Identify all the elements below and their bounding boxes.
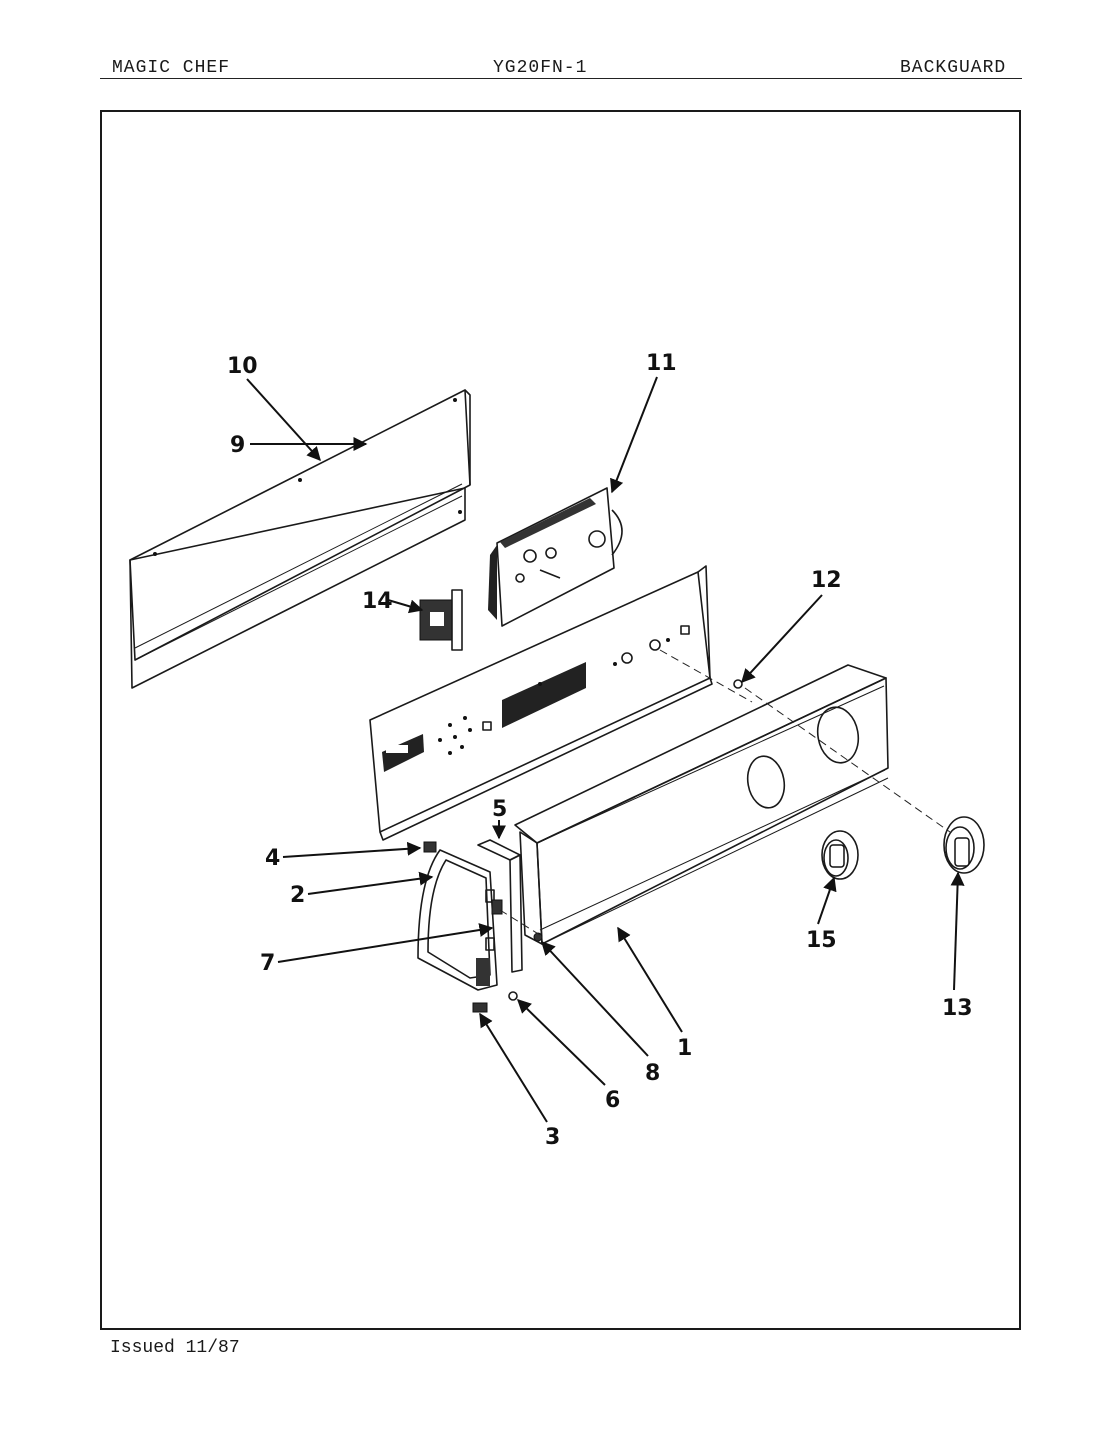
alignment-line xyxy=(499,909,541,936)
section-title: BACKGUARD xyxy=(900,58,1007,78)
issued-date: Issued 11/87 xyxy=(110,1338,240,1358)
callout-6: 6 xyxy=(605,1088,620,1113)
model-number: YG20FN-1 xyxy=(493,58,588,78)
alignment-line xyxy=(659,649,753,703)
part-8-screw xyxy=(533,932,543,942)
part-15-knob xyxy=(821,830,859,880)
callout-7: 7 xyxy=(260,951,275,976)
leader-13 xyxy=(950,871,965,991)
callout-4: 4 xyxy=(265,846,280,871)
part-12-screw xyxy=(733,679,743,689)
callout-11: 11 xyxy=(646,351,677,376)
part-13-knob xyxy=(943,816,985,874)
part-11-timer-assembly xyxy=(488,487,623,627)
leader-6 xyxy=(516,999,606,1086)
part-3-clip xyxy=(472,1002,488,1013)
callout-5: 5 xyxy=(492,797,507,822)
part-6-screw xyxy=(508,991,518,1001)
callout-9: 9 xyxy=(230,433,245,458)
brand-name: MAGIC CHEF xyxy=(112,58,231,78)
part-10-rear-panel xyxy=(129,389,471,689)
part-2-end-cap xyxy=(417,849,498,991)
leader-8 xyxy=(541,940,649,1057)
leader-11 xyxy=(610,376,658,494)
diagram-frame xyxy=(100,110,1021,1330)
leader-15 xyxy=(817,876,837,925)
leader-7 xyxy=(277,923,494,963)
part-14-switch xyxy=(419,589,463,651)
callout-8: 8 xyxy=(645,1061,660,1086)
leader-10 xyxy=(246,378,321,462)
part-4-clip xyxy=(423,841,437,853)
callout-1: 1 xyxy=(677,1036,692,1061)
leader-3 xyxy=(479,1012,548,1123)
leader-2 xyxy=(307,871,434,895)
alignment-line xyxy=(744,687,951,833)
callout-13: 13 xyxy=(942,996,973,1021)
callout-10: 10 xyxy=(227,354,258,379)
leader-14 xyxy=(387,599,424,614)
header-rule xyxy=(100,78,1022,79)
callout-3: 3 xyxy=(545,1125,560,1150)
callout-2: 2 xyxy=(290,883,305,908)
part-9-control-panel xyxy=(369,565,713,841)
callout-12: 12 xyxy=(811,568,842,593)
part-5-trim-strip xyxy=(477,839,523,973)
part-1-front-cover xyxy=(514,664,889,945)
callout-14: 14 xyxy=(362,589,393,614)
leader-12 xyxy=(741,594,823,684)
part-7-bracket xyxy=(491,899,503,915)
leader-1 xyxy=(617,926,683,1033)
callout-15: 15 xyxy=(806,928,837,953)
leader-4 xyxy=(282,841,422,858)
